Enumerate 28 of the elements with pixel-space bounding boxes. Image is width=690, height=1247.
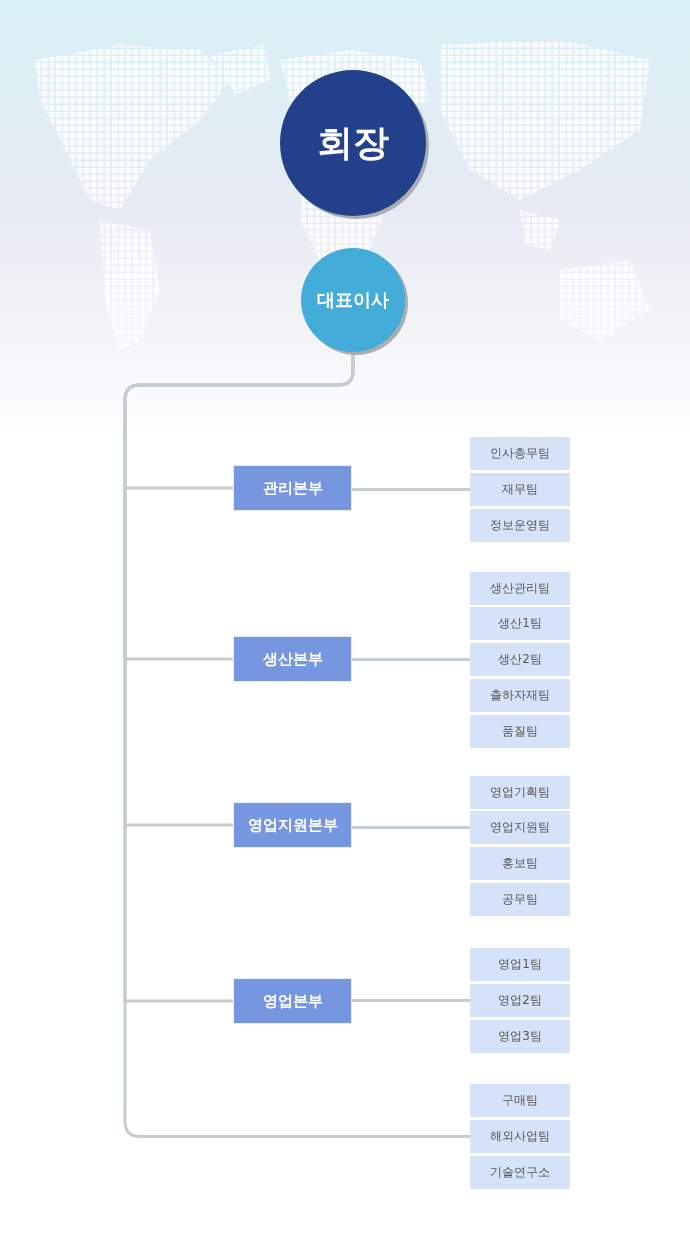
team-box: 기술연구소	[470, 1156, 570, 1189]
team-box: 품질팀	[470, 715, 570, 748]
team-box: 홍보팀	[470, 847, 570, 880]
team-box: 생산2팀	[470, 643, 570, 676]
team-box: 영업2팀	[470, 984, 570, 1017]
chairman-circle: 회장	[280, 70, 430, 220]
team-box: 영업1팀	[470, 948, 570, 981]
division-box: 생산본부	[233, 636, 352, 682]
connector-line	[352, 999, 470, 1002]
team-box: 출하자재팀	[470, 679, 570, 712]
connector-line	[352, 658, 470, 661]
division-box: 영업본부	[233, 978, 352, 1024]
team-box: 생산관리팀	[470, 572, 570, 605]
ceo-circle: 대표이사	[301, 248, 409, 356]
connector-line	[352, 488, 470, 491]
team-box: 생산1팀	[470, 607, 570, 640]
team-box: 재무팀	[470, 473, 570, 506]
division-box: 관리본부	[233, 465, 352, 511]
connector-line	[352, 826, 470, 829]
team-box: 영업3팀	[470, 1020, 570, 1053]
team-box: 구매팀	[470, 1084, 570, 1117]
team-box: 영업기획팀	[470, 776, 570, 809]
team-box: 공무팀	[470, 883, 570, 916]
team-box: 해외사업팀	[470, 1120, 570, 1153]
division-box: 영업지원본부	[233, 802, 352, 848]
team-box: 인사총무팀	[470, 437, 570, 470]
team-box: 정보운영팀	[470, 509, 570, 542]
team-box: 영업지원팀	[470, 811, 570, 844]
